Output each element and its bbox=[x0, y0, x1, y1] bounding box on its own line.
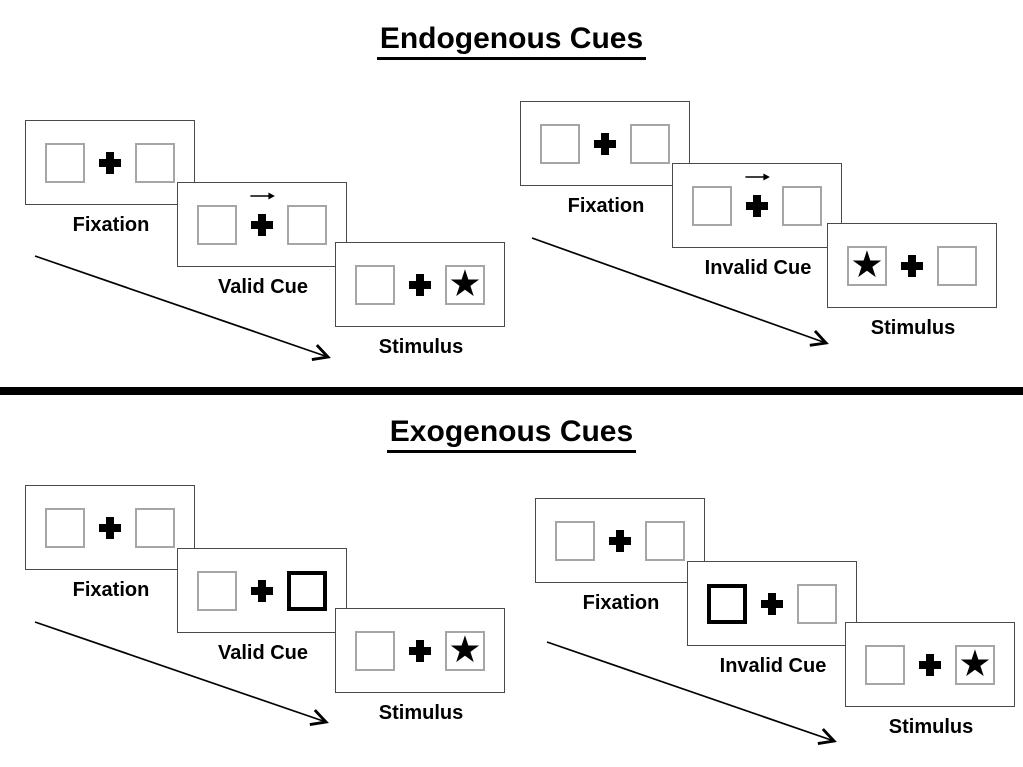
section-title-text: Endogenous Cues bbox=[376, 22, 647, 60]
screen-card bbox=[25, 120, 195, 205]
panel-exo-invalid-fixation: Fixation bbox=[535, 498, 707, 615]
fixation-area bbox=[593, 124, 617, 164]
panel-label: Fixation bbox=[582, 592, 660, 614]
panel-label: Valid Cue bbox=[217, 276, 309, 298]
section-divider-line bbox=[0, 387, 1023, 395]
screen-card: ★ bbox=[335, 608, 505, 693]
panel-label: Stimulus bbox=[888, 716, 974, 738]
screen-card: ★ bbox=[845, 622, 1015, 707]
right-placeholder-box bbox=[782, 185, 822, 226]
left-placeholder-box bbox=[45, 507, 85, 548]
left-placeholder-box bbox=[45, 142, 85, 183]
fixation-cross-icon bbox=[409, 639, 431, 662]
fixation-area bbox=[408, 265, 432, 305]
fixation-cross-icon bbox=[594, 132, 616, 155]
fixation-cross-icon bbox=[99, 516, 121, 539]
screen-card: ★ bbox=[335, 242, 505, 327]
screen-card bbox=[520, 101, 690, 186]
fixation-area bbox=[900, 246, 924, 286]
fixation-area bbox=[760, 584, 784, 624]
left-placeholder-box bbox=[197, 204, 237, 245]
endogenous-section-title: Endogenous Cues bbox=[0, 22, 1023, 60]
fixation-area bbox=[250, 192, 275, 245]
section-title-text: Exogenous Cues bbox=[386, 415, 637, 453]
screen-card bbox=[177, 182, 347, 267]
panel-exo-valid-stimulus: ★ Stimulus bbox=[335, 608, 507, 725]
fixation-area bbox=[98, 143, 122, 183]
fixation-area bbox=[98, 508, 122, 548]
right-arrow-cue-icon bbox=[250, 192, 275, 199]
panel-endo-valid-fixation: Fixation bbox=[25, 120, 197, 237]
left-placeholder-box bbox=[692, 185, 732, 226]
right-placeholder-box bbox=[135, 507, 175, 548]
right-stimulus-box: ★ bbox=[445, 263, 485, 305]
panel-exo-invalid-stimulus: ★ Stimulus bbox=[845, 622, 1017, 739]
panel-label: Fixation bbox=[72, 579, 150, 601]
fixation-cross-icon bbox=[901, 254, 923, 277]
screen-card bbox=[535, 498, 705, 583]
panel-exo-valid-cue: Valid Cue bbox=[177, 548, 349, 665]
star-stimulus-icon: ★ bbox=[958, 643, 992, 684]
panel-endo-invalid-cue: Invalid Cue bbox=[672, 163, 844, 280]
panel-endo-valid-cue: Valid Cue bbox=[177, 182, 349, 299]
panel-label: Valid Cue bbox=[217, 642, 309, 664]
panel-label: Stimulus bbox=[870, 317, 956, 339]
panel-endo-valid-stimulus: ★ Stimulus bbox=[335, 242, 507, 359]
left-placeholder-box bbox=[540, 123, 580, 164]
panel-exo-invalid-cue: Invalid Cue bbox=[687, 561, 859, 678]
right-placeholder-box bbox=[135, 142, 175, 183]
star-stimulus-icon: ★ bbox=[448, 629, 482, 670]
star-stimulus-icon: ★ bbox=[850, 244, 884, 285]
star-stimulus-icon: ★ bbox=[448, 263, 482, 304]
fixation-cross-icon bbox=[409, 273, 431, 296]
fixation-area bbox=[250, 571, 274, 611]
panel-label: Invalid Cue bbox=[704, 257, 812, 279]
exogenous-section-title: Exogenous Cues bbox=[0, 415, 1023, 453]
right-placeholder-box bbox=[797, 583, 837, 624]
left-placeholder-box bbox=[355, 264, 395, 305]
screen-card bbox=[672, 163, 842, 248]
left-placeholder-box bbox=[865, 644, 905, 685]
fixation-cross-icon bbox=[761, 592, 783, 615]
screen-card bbox=[25, 485, 195, 570]
panel-endo-invalid-stimulus: ★ Stimulus bbox=[827, 223, 999, 340]
left-placeholder-box bbox=[555, 520, 595, 561]
right-highlighted-cue-box bbox=[287, 570, 327, 611]
left-placeholder-box bbox=[355, 630, 395, 671]
left-placeholder-box bbox=[197, 570, 237, 611]
right-arrow-cue-icon bbox=[745, 173, 770, 180]
fixation-area bbox=[918, 645, 942, 685]
fixation-area bbox=[608, 521, 632, 561]
fixation-cross-icon bbox=[609, 529, 631, 552]
fixation-cross-icon bbox=[99, 151, 121, 174]
screen-card: ★ bbox=[827, 223, 997, 308]
fixation-cross-icon bbox=[746, 194, 768, 217]
panel-endo-invalid-fixation: Fixation bbox=[520, 101, 692, 218]
panel-label: Fixation bbox=[72, 214, 150, 236]
panel-exo-valid-fixation: Fixation bbox=[25, 485, 197, 602]
right-placeholder-box bbox=[645, 520, 685, 561]
right-placeholder-box bbox=[937, 245, 977, 286]
right-stimulus-box: ★ bbox=[955, 643, 995, 685]
panel-label: Invalid Cue bbox=[719, 655, 827, 677]
right-placeholder-box bbox=[630, 123, 670, 164]
panel-label: Stimulus bbox=[378, 336, 464, 358]
screen-card bbox=[687, 561, 857, 646]
fixation-cross-icon bbox=[919, 653, 941, 676]
left-stimulus-box: ★ bbox=[847, 244, 887, 286]
panel-label: Stimulus bbox=[378, 702, 464, 724]
right-stimulus-box: ★ bbox=[445, 629, 485, 671]
fixation-area bbox=[745, 173, 770, 226]
fixation-cross-icon bbox=[251, 579, 273, 602]
screen-card bbox=[177, 548, 347, 633]
right-placeholder-box bbox=[287, 204, 327, 245]
fixation-area bbox=[408, 631, 432, 671]
left-highlighted-cue-box bbox=[707, 583, 747, 624]
panel-label: Fixation bbox=[567, 195, 645, 217]
fixation-cross-icon bbox=[251, 213, 273, 236]
